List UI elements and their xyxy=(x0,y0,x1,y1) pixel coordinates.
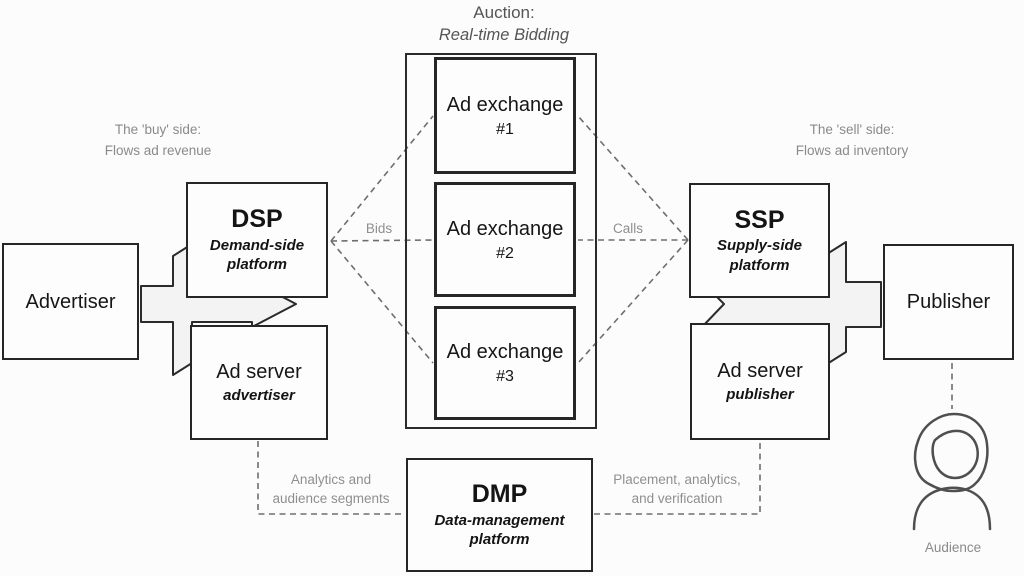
dmp-adserver-publisher-link xyxy=(594,441,761,515)
calls-label: Calls xyxy=(612,221,644,236)
diagram-title-line1: Auction: xyxy=(473,3,535,22)
auction-container xyxy=(405,53,597,429)
audience-person-icon xyxy=(912,412,992,531)
dsp-exchange2-link xyxy=(330,239,434,242)
dsp-exchange1-link xyxy=(330,115,434,242)
ad-exchange-3-title: Ad exchange xyxy=(446,341,564,363)
box-ad-server-publisher: Ad server publisher xyxy=(690,323,830,440)
ad-server-publisher-title: Ad server xyxy=(717,359,803,382)
advertiser-to-dsp-arrow xyxy=(140,243,297,376)
box-ad-server-advertiser: Ad server advertiser xyxy=(190,325,328,440)
box-ad-exchange-2: Ad exchange #2 xyxy=(434,182,576,297)
placement-verification-line2: and verification xyxy=(631,491,723,506)
dmp-subtitle: Data-management platform xyxy=(434,511,565,549)
dmp-title: DMP xyxy=(471,480,528,509)
ad-server-publisher-subtitle: publisher xyxy=(726,385,794,403)
analytics-segments-line2: audience segments xyxy=(272,491,390,506)
box-dsp: DSP Demand-side platform xyxy=(186,182,328,298)
ad-exchange-1-title: Ad exchange xyxy=(446,93,564,116)
diagram-title: Auction: Real-time Bidding xyxy=(439,2,569,46)
ssp-subtitle: Supply-side platform xyxy=(716,237,802,274)
ad-exchange-2-number: #2 xyxy=(496,244,514,262)
ad-exchange-2-title: Ad exchange xyxy=(446,217,564,240)
audience-label: Audience xyxy=(924,540,982,555)
ad-server-advertiser-title: Ad server xyxy=(216,360,302,383)
dsp-title: DSP xyxy=(231,205,283,234)
ad-exchange-1-number: #1 xyxy=(496,120,514,138)
advertiser-title: Advertiser xyxy=(25,290,116,313)
buy-side-note-line2: Flows ad revenue xyxy=(104,143,212,158)
analytics-segments-line1: Analytics and xyxy=(290,472,372,487)
dsp-subtitle: Demand-side platform xyxy=(209,236,305,274)
box-ssp: SSP Supply-side platform xyxy=(689,183,830,298)
diagram-title-line2: Real-time Bidding xyxy=(438,26,570,44)
adserver-advertiser-dmp-link xyxy=(257,441,404,515)
ad-exchange-3-number: #3 xyxy=(496,368,514,385)
buy-side-note: The 'buy' side: Flows ad revenue xyxy=(105,119,212,161)
placement-verification-label: Placement, analytics, and verification xyxy=(613,470,741,508)
analytics-segments-label: Analytics and audience segments xyxy=(272,470,389,508)
sell-side-note-line2: Flows ad inventory xyxy=(795,143,909,158)
box-ad-exchange-1: Ad exchange #1 xyxy=(434,57,576,174)
box-ad-exchange-3: Ad exchange #3 xyxy=(434,306,576,420)
dsp-exchange3-link xyxy=(330,240,434,364)
publisher-title: Publisher xyxy=(906,291,991,313)
sell-side-note: The 'sell' side: Flows ad inventory xyxy=(796,119,909,161)
box-advertiser: Advertiser xyxy=(2,243,139,360)
bids-label: Bids xyxy=(365,221,393,236)
placement-verification-line1: Placement, analytics, xyxy=(613,472,741,487)
ssp-title: SSP xyxy=(734,205,785,234)
buy-side-note-line1: The 'buy' side: xyxy=(114,122,202,137)
ad-server-advertiser-subtitle: advertiser xyxy=(223,386,295,404)
box-dmp: DMP Data-management platform xyxy=(406,458,593,572)
box-publisher: Publisher xyxy=(883,244,1014,360)
sell-side-note-line1: The 'sell' side: xyxy=(809,122,895,137)
